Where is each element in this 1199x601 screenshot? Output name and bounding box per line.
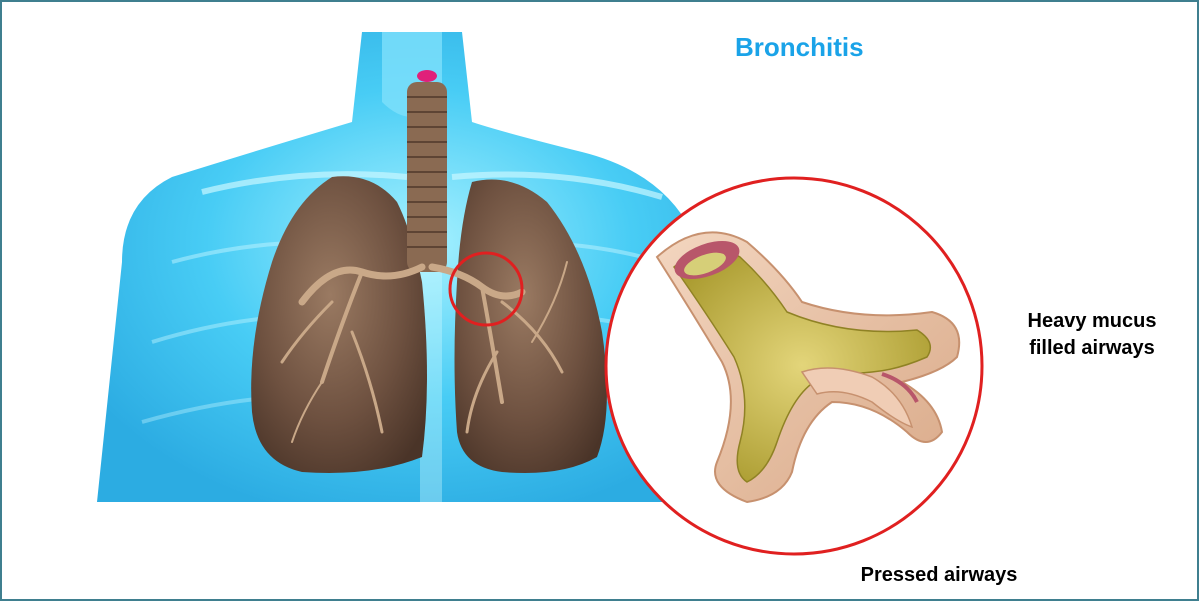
label-heavy-mucus-line1: Heavy mucus (1002, 308, 1182, 335)
magnified-view (606, 178, 982, 554)
label-heavy-mucus-line2: filled airways (1002, 335, 1182, 362)
trachea (407, 70, 447, 272)
diagram-title: Bronchitis (735, 32, 864, 63)
label-heavy-mucus: Heavy mucus filled airways (1002, 308, 1182, 362)
label-pressed-airways: Pressed airways (824, 562, 1054, 589)
